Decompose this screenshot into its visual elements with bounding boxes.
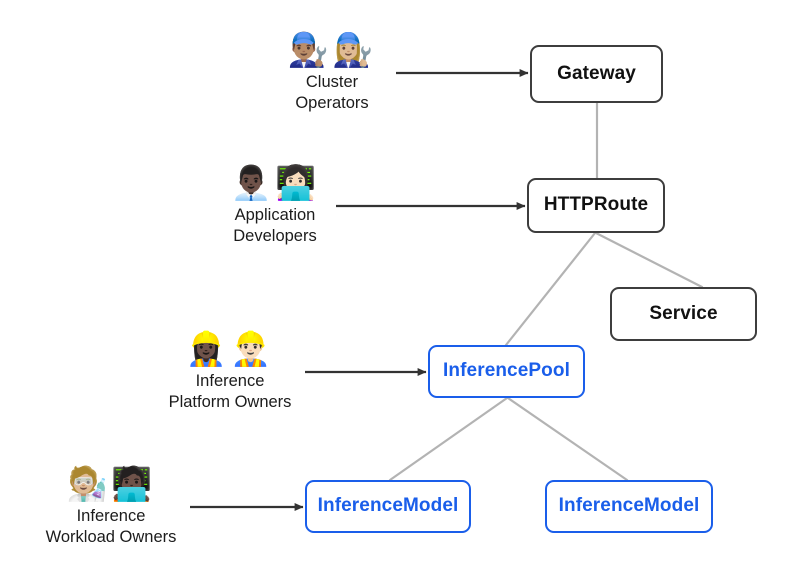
node-service-label: Service: [649, 302, 718, 324]
node-inferencemodel-right-label: InferenceModel: [558, 495, 700, 517]
application-developers-icon: 👨🏿‍💼👩🏻‍💻: [230, 164, 320, 201]
persona-cluster-operators: 👨🏽‍🔧👩🏼‍🔧 Cluster Operators: [268, 30, 396, 114]
node-inferencepool[interactable]: InferencePool: [428, 345, 585, 398]
cluster-operators-label-line1: Cluster: [305, 73, 359, 91]
application-developers-label-line1: Application: [234, 206, 316, 224]
node-httproute-label: HTTPRoute: [543, 194, 649, 216]
inference-workload-owners-label-line2: Workload Owners: [45, 528, 177, 546]
persona-inference-workload-owners: 🧑🏼‍🔬🧑🏿‍💻 Inference Workload Owners: [34, 464, 188, 548]
connector-httproute-inferencepool: [504, 231, 597, 347]
connector-httproute-service: [594, 231, 704, 289]
persona-inference-platform-owners: 👷🏿‍♀️👷🏻‍♂️ Inference Platform Owners: [154, 329, 306, 413]
inference-workload-owners-icon: 🧑🏼‍🔬🧑🏿‍💻: [66, 465, 156, 502]
inference-workload-owners-label-line1: Inference: [76, 507, 146, 525]
persona-application-developers: 👨🏿‍💼👩🏻‍💻 Application Developers: [208, 163, 342, 247]
node-inferencemodel-left[interactable]: InferenceModel: [305, 480, 471, 533]
inference-platform-owners-icon: 👷🏿‍♀️👷🏻‍♂️: [185, 330, 275, 367]
inference-platform-owners-label-line1: Inference: [195, 372, 265, 390]
node-gateway[interactable]: Gateway: [530, 45, 663, 103]
node-inferencemodel-right[interactable]: InferenceModel: [545, 480, 713, 533]
connector-inferencepool-inferencemodel-left: [388, 396, 509, 482]
connector-inferencepool-inferencemodel-right: [506, 396, 629, 482]
cluster-operators-label-line2: Operators: [295, 94, 369, 112]
application-developers-label-line2: Developers: [233, 227, 317, 245]
node-httproute[interactable]: HTTPRoute: [527, 178, 665, 233]
cluster-operators-icon: 👨🏽‍🔧👩🏼‍🔧: [287, 31, 377, 68]
node-inferencepool-label: InferencePool: [443, 360, 570, 382]
node-inferencemodel-left-label: InferenceModel: [317, 495, 459, 517]
inference-platform-owners-label-line2: Platform Owners: [168, 393, 292, 411]
node-service[interactable]: Service: [610, 287, 757, 341]
node-gateway-label: Gateway: [557, 62, 636, 84]
